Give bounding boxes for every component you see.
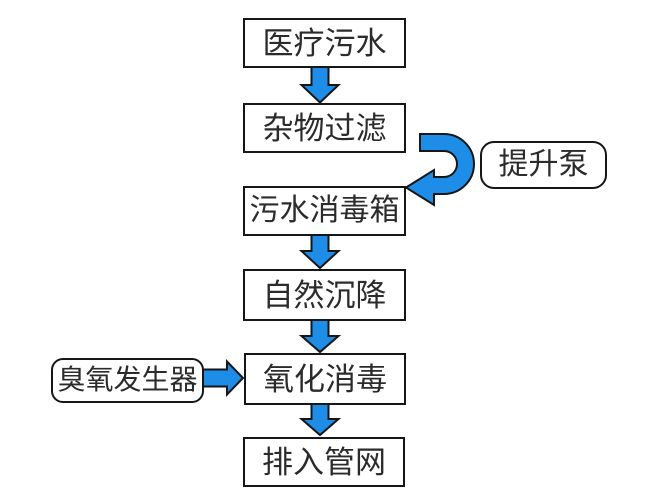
node-ozone-generator: 臭氧发生器 (51, 358, 204, 403)
node-oxidation-disinfection: 氧化消毒 (244, 353, 406, 405)
right-arrow-icon (201, 359, 245, 397)
down-arrow-icon-2 (298, 233, 342, 270)
u-turn-arrow-icon (404, 133, 476, 207)
node-sewage-disinfection-tank: 污水消毒箱 (243, 186, 406, 236)
down-arrow-icon-1 (298, 64, 342, 104)
node-medical-sewage: 医疗污水 (243, 18, 406, 68)
node-natural-settling: 自然沉降 (243, 269, 406, 321)
down-arrow-icon-4 (298, 402, 342, 437)
node-discharge-pipe-network: 排入管网 (243, 437, 405, 487)
node-lift-pump: 提升泵 (480, 141, 607, 189)
node-debris-filter: 杂物过滤 (243, 103, 406, 153)
down-arrow-icon-3 (298, 318, 342, 354)
